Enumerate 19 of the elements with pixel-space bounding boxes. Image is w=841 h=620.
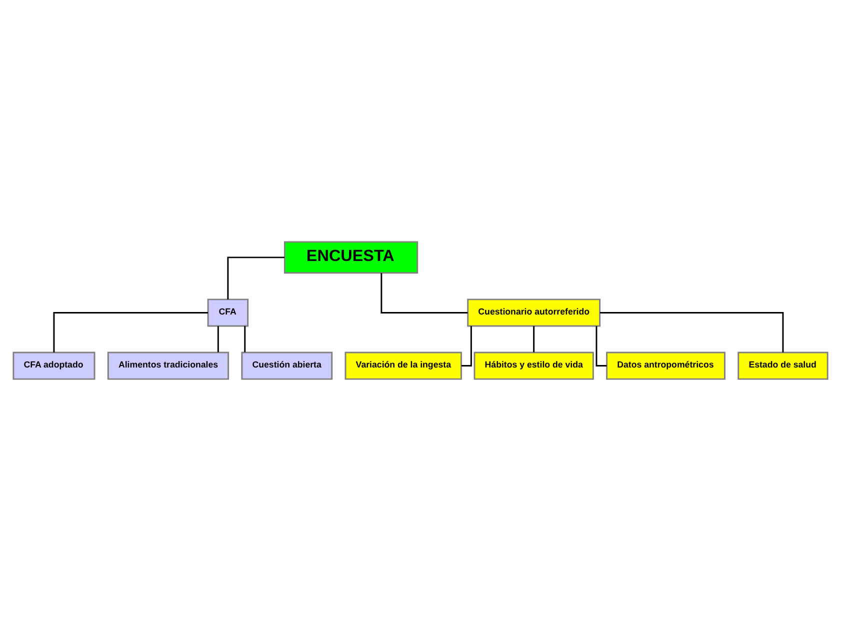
connector (600, 311, 784, 352)
node-box: Estado de salud (738, 351, 828, 380)
connector (227, 256, 284, 299)
connector (461, 326, 472, 366)
connector (380, 272, 468, 313)
node-box: CFA (207, 298, 249, 326)
node-box: Cuestión abierta (241, 351, 333, 380)
node-box: ENCUESTA (284, 240, 418, 274)
connector (217, 326, 219, 352)
node-box: Hábitos y estilo de vida (474, 351, 594, 380)
connector (533, 326, 535, 352)
connector (244, 326, 246, 352)
node-box: CFA adoptado (12, 351, 96, 380)
node-box: Variación de la ingesta (344, 351, 462, 380)
connector (596, 326, 607, 366)
node-box: Cuestionario autorreferido (467, 298, 601, 326)
node-box: Alimentos tradicionales (107, 351, 230, 380)
connector (53, 311, 208, 352)
node-box: Datos antropométricos (606, 351, 726, 380)
